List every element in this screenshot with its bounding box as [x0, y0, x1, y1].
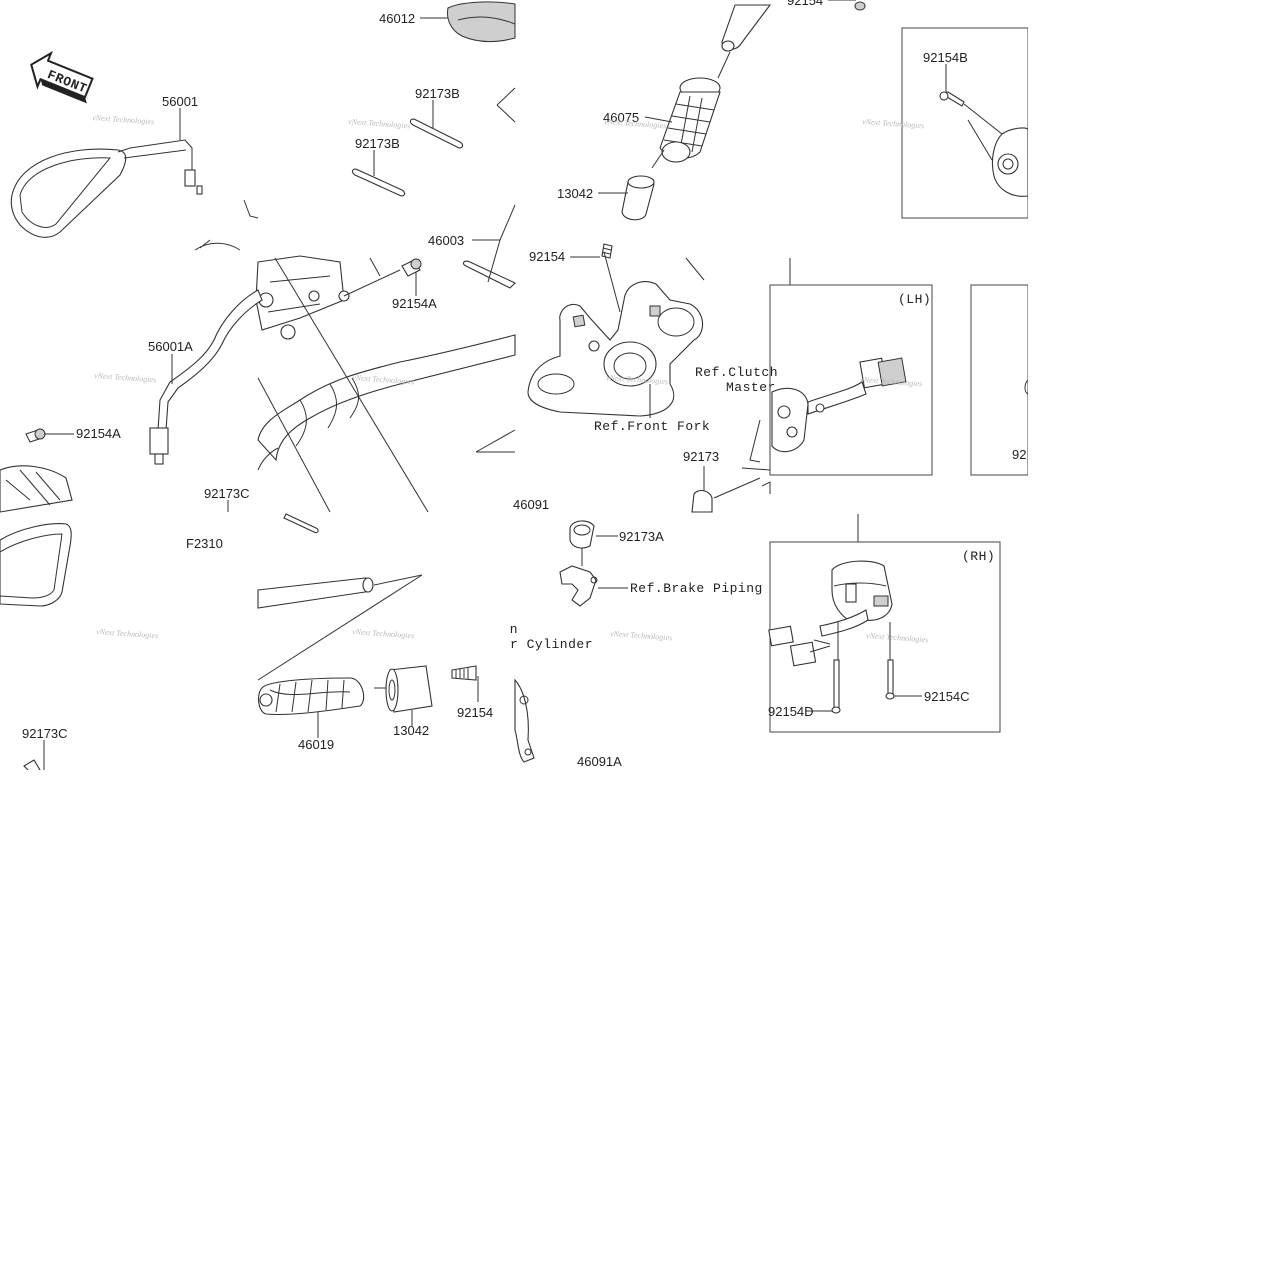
- bolt-92154B: [939, 91, 965, 107]
- ref-cylinder: r Cylinder: [510, 637, 593, 652]
- part-label-92173C-mid: 92173C: [204, 486, 250, 501]
- part-label-92154-mid: 92154: [529, 249, 565, 264]
- bolt-92154-lower: [451, 665, 477, 681]
- weight-13042-upper: [621, 175, 655, 221]
- watermark-7: vNext Technologies: [606, 373, 669, 386]
- part-label-92154-top: 92154: [787, 0, 823, 8]
- strap-46003: [462, 260, 516, 289]
- grip-46019: [257, 677, 365, 716]
- switch-housing-rh: [768, 560, 893, 667]
- part-label-92173B-b: 92173B: [355, 136, 400, 151]
- part-label-92173: 92173: [683, 449, 719, 464]
- ref-brake-piping: Ref.Brake Piping: [630, 581, 763, 596]
- part-label-92173C-bot: 92173C: [22, 726, 68, 741]
- part-label-92154-bot: 92154: [457, 705, 493, 720]
- handlebar-main: [257, 334, 516, 471]
- master-cylinder-left: [255, 255, 350, 340]
- mirror-stem-56001A: [149, 289, 263, 465]
- watermark-12: vNext Technologies: [866, 631, 929, 644]
- bolt-92154A-top: [401, 258, 422, 277]
- part-label-46003: 46003: [428, 233, 464, 248]
- ref-cylinder-fragment: n: [510, 621, 517, 636]
- part-label-92154A-top: 92154A: [392, 296, 437, 311]
- part-label-46012: 46012: [379, 11, 415, 26]
- watermark-1: vNext Technologies: [92, 113, 155, 126]
- part-label-92173B-a: 92173B: [415, 86, 460, 101]
- handlebar-lower: [257, 577, 374, 609]
- part-label-13042-top: 13042: [557, 186, 593, 201]
- bolt-92154A-left: [25, 428, 46, 443]
- bracket-46012: [447, 1, 516, 42]
- watermark-group: vNext Technologies vNext Technologies vN…: [92, 113, 929, 644]
- bolt-92154C: [885, 659, 895, 700]
- mirror-left-partial-housing: [0, 465, 73, 513]
- part-label-56001: 56001: [162, 94, 198, 109]
- detail-box-lh: [769, 284, 933, 476]
- part-label-92154A-left: 92154A: [76, 426, 121, 441]
- switch-housing-lh: [771, 357, 907, 453]
- box-label-rh: (RH): [962, 549, 995, 564]
- watermark-10: vNext Technologies: [352, 627, 415, 640]
- part-label-92-partial: 92: [1012, 447, 1026, 462]
- ref-master: Master: [726, 380, 776, 395]
- watermark-8: vNext Technologies: [860, 375, 923, 388]
- top-triple-clamp: [527, 281, 704, 417]
- watermark-4: vNext Technologies: [862, 117, 925, 130]
- front-arrow-icon: FRONT: [30, 50, 94, 104]
- strap-92173B-upper: [409, 118, 464, 149]
- watermark-2: vNext Technologies: [348, 117, 411, 130]
- watermark-5: vNext Technologies: [94, 371, 157, 384]
- part-label-92154D: 92154D: [768, 704, 814, 719]
- mirror-left-56001: [10, 139, 203, 238]
- weight-13042-lower: [385, 665, 433, 713]
- watermark-9: vNext Technologies: [96, 627, 159, 640]
- ref-front-fork: Ref.Front Fork: [594, 419, 710, 434]
- grip-46075: [659, 77, 721, 163]
- part-label-92154C: 92154C: [924, 689, 970, 704]
- bolt-92154D: [831, 659, 841, 714]
- part-label-13042-bot: 13042: [393, 723, 429, 738]
- strap-92173B-lower: [351, 168, 406, 197]
- part-label-92154B: 92154B: [923, 50, 968, 65]
- ref-clutch: Ref.Clutch: [695, 365, 778, 380]
- part-label-46091A: 46091A: [577, 754, 622, 769]
- part-label-56001A: 56001A: [148, 339, 193, 354]
- watermark-6: vNext Technologies: [352, 373, 415, 386]
- part-label-46091: 46091: [513, 497, 549, 512]
- figure-code: F2310: [186, 536, 223, 551]
- brake-pipe-clamp: [559, 565, 598, 607]
- part-label-92173A: 92173A: [619, 529, 664, 544]
- watermark-3: vNext Technologies: [604, 117, 667, 130]
- part-label-46075: 46075: [603, 110, 639, 125]
- clamp-92173A: [569, 520, 595, 549]
- watermark-11: vNext Technologies: [610, 629, 673, 642]
- bracket-46091-lower: [514, 678, 535, 763]
- mirror-left-lower: [0, 523, 72, 607]
- bolt-92154-mid: [601, 243, 613, 259]
- handlebar-end-upper: [721, 4, 772, 52]
- part-label-46019: 46019: [298, 737, 334, 752]
- switch-housing-upper-right: [991, 127, 1029, 197]
- box-label-lh: (LH): [898, 292, 931, 307]
